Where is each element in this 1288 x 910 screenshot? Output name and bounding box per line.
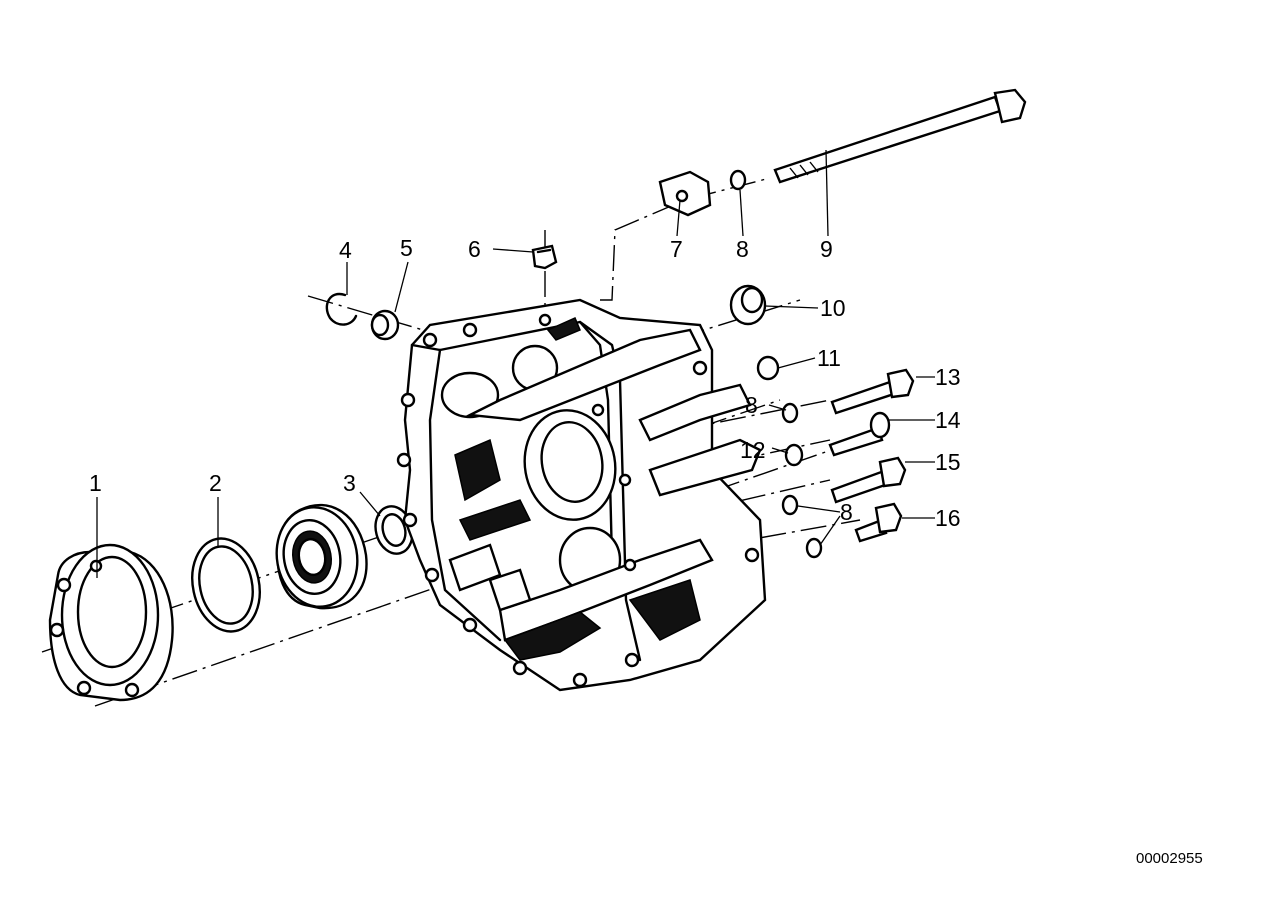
washer-part-middle: [781, 402, 799, 424]
washer-part-top: [729, 169, 747, 191]
washer-part-lower-a: [781, 494, 799, 516]
callout-8-top: 8: [736, 236, 749, 262]
callout-8-middle: 8: [745, 392, 758, 418]
callout-13: 13: [935, 364, 961, 390]
washer-part-lower-b: [805, 537, 823, 559]
callout-10: 10: [820, 295, 846, 321]
document-number: 00002955: [1136, 850, 1203, 867]
callout-3: 3: [343, 470, 356, 496]
callout-15: 15: [935, 449, 961, 475]
long-bolt-part: [773, 88, 1027, 184]
callout-6: 6: [468, 236, 481, 262]
bolt-part-13: [830, 368, 915, 415]
leader-lines: [96, 149, 935, 578]
transmission-housing: [396, 298, 767, 692]
callout-16: 16: [935, 505, 961, 531]
callout-2: 2: [209, 470, 222, 496]
callout-8-lower: 8: [840, 499, 853, 525]
callout-11: 11: [817, 345, 841, 371]
ball-bearing-part: [275, 503, 368, 610]
bolt-part-15: [830, 456, 907, 504]
threaded-sleeve-part: [729, 284, 767, 326]
circlip-part: [325, 292, 358, 326]
callout-4: 4: [339, 237, 352, 263]
callout-7: 7: [670, 236, 683, 262]
callout-14: 14: [935, 407, 961, 433]
callout-1: 1: [89, 470, 102, 496]
callout-5: 5: [400, 235, 413, 261]
plug-part: [531, 244, 558, 270]
washer-part-12: [784, 443, 804, 467]
bolt-part-16: [854, 502, 903, 543]
flange-cover-part: [48, 543, 174, 702]
callout-labels: 1 2 3 4 5 6 7 8 9 10 11 8 12 13 14 15 8 …: [89, 235, 1203, 867]
shim-ring-part: [191, 537, 261, 633]
callout-9: 9: [820, 236, 833, 262]
bolt-part-14: [828, 411, 891, 457]
bushing-part: [370, 309, 400, 341]
guide-block-part: [658, 170, 712, 217]
callout-12: 12: [740, 437, 766, 463]
cap-part: [756, 355, 780, 381]
